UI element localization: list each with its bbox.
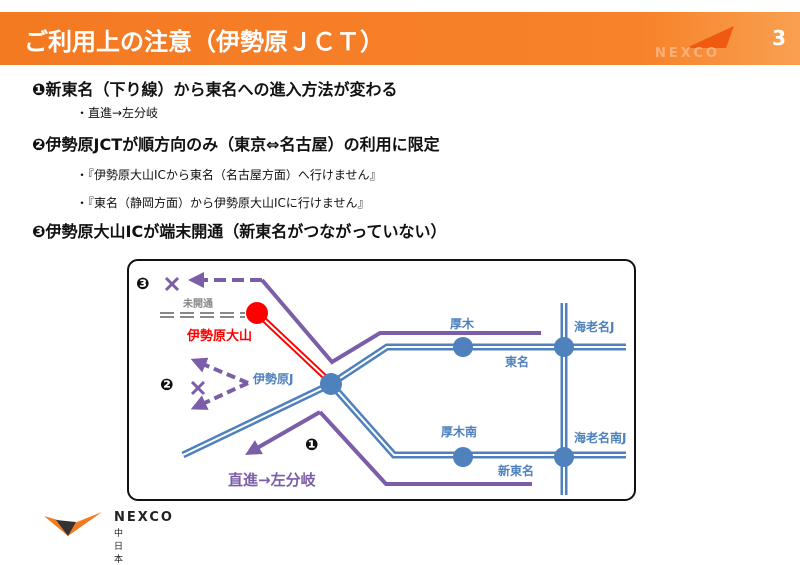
shin-tomei-label: 新東名: [498, 463, 534, 478]
atsugi-minami-label: 厚木南: [441, 424, 477, 439]
page-number: 3: [772, 26, 786, 50]
isehara-oyama-ic-node: [246, 302, 268, 324]
point-1-heading: ❶新東名（下り線）から東名への進入方法が変わる: [32, 80, 398, 99]
ebina-minami-jct-node: [554, 447, 574, 467]
point-2-sub-2: ・『東名（静岡方面）から伊勢原大山ICに行けません』: [76, 196, 370, 210]
route-2-arrow-down: [190, 381, 249, 410]
footer-logo-sub: 中日本: [114, 529, 124, 565]
ebina-minami-j-label: 海老名南J: [574, 430, 626, 445]
marker-3: ❸: [136, 274, 150, 293]
point-3-heading: ❸伊勢原大山ICが端末開通（新東名がつながっていない）: [32, 222, 447, 241]
point-2-heading: ❷伊勢原JCTが順方向のみ（東京⇔名古屋）の利用に限定: [32, 135, 440, 154]
marker-1: ❶: [305, 435, 319, 454]
route-1-arrow: [245, 410, 321, 455]
straight-left-label: 直進→左分岐: [228, 471, 317, 489]
atsugi-minami-node: [453, 447, 473, 467]
isehara-jct-node: [320, 373, 342, 395]
footer-logo-text: NEXCO: [114, 510, 174, 525]
route-3-line: [260, 278, 541, 365]
point-1-sub: ・直進→左分岐: [76, 106, 159, 120]
header-logo: NEXCO: [655, 46, 720, 61]
marker-2: ❷: [160, 375, 174, 394]
isehara-oyama-label: 伊勢原大山: [186, 328, 252, 344]
ebina-jct-node: [554, 337, 574, 357]
unopened-label: 未開通: [182, 297, 213, 310]
ebina-j-label: 海老名J: [574, 319, 614, 334]
tomei-label: 東名: [505, 354, 529, 369]
route-1-line: [318, 410, 532, 486]
atsugi-label: 厚木: [450, 316, 475, 331]
atsugi-node: [453, 337, 473, 357]
blocked-x-icon: [164, 276, 180, 292]
slide-title: ご利用上の注意（伊勢原ＪＣＴ）: [24, 28, 384, 56]
nexco-logo-icon: [44, 512, 102, 536]
blocked-x-icon: [190, 380, 206, 396]
isehara-j-label: 伊勢原J: [252, 371, 293, 386]
point-2-sub-1: ・『伊勢原大山ICから東名（名古屋方面）へ行けません』: [76, 168, 382, 182]
title-bar: ご利用上の注意（伊勢原ＪＣＴ） NEXCO 3: [0, 12, 800, 65]
route-2-arrow-up: [190, 357, 249, 385]
